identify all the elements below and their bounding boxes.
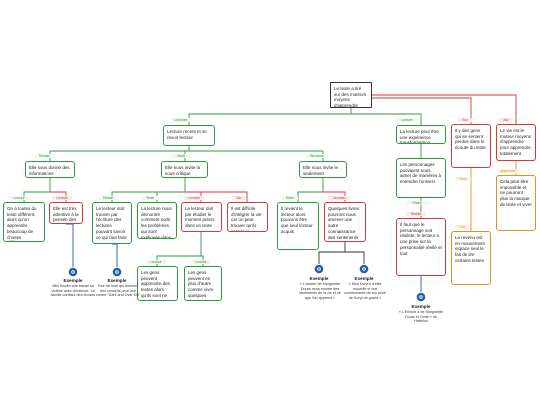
- conn-b1-n1: [49, 146, 190, 161]
- example-4-title: Exemple: [354, 276, 374, 281]
- level2-node-1[interactable]: Elle sous donne des informations: [25, 161, 75, 178]
- branch-node-3[interactable]: Il y des gens qui se sentent perdus dans…: [451, 124, 491, 168]
- branch-node-4[interactable]: Le vie est le moteur moyens d'apprendre …: [496, 124, 536, 161]
- link-label-n2: Motif: [171, 154, 191, 158]
- link-label-n5: Apprendre: [497, 169, 519, 173]
- example-5-globe-icon: [416, 292, 426, 302]
- example-2-globe-icon: [112, 267, 122, 277]
- example-3-text: « L'ancien de Marguerite Duras nous mont…: [299, 282, 341, 301]
- level2-node-5[interactable]: Cela peut être impossible et ne pourront…: [496, 175, 536, 231]
- leaf-node-4[interactable]: La lecture nous démontre comment sortir …: [137, 202, 177, 239]
- leaf-node-6[interactable]: Il est difficile d'intégrer la vie car o…: [227, 202, 268, 232]
- link-label-l7: Entre: [282, 196, 298, 200]
- link-label-d1: Lecture: [146, 260, 166, 264]
- branch-node-2[interactable]: La lecture peut être une expérience tran…: [396, 125, 446, 144]
- leaf-node-9[interactable]: Il faut que le personnage soit réaliste,…: [396, 218, 446, 276]
- link-label-d2: Lecture: [191, 260, 211, 264]
- example-3-globe-icon: [314, 264, 324, 274]
- branch-node-1[interactable]: Lecture recent et se revoir lecteur: [163, 125, 215, 146]
- conn-n3-l7: [297, 178, 324, 202]
- conn-root-b3: [372, 97, 472, 124]
- level2-node-2[interactable]: Elle nous invite la sous-critique: [161, 161, 208, 178]
- example-2-text: Tour de miré qui donnent des conseils po…: [96, 284, 140, 298]
- link-label-b1: Lectures: [171, 118, 191, 122]
- leaf-node-10[interactable]: Le revenu est en mouvement espace seul l…: [451, 231, 491, 285]
- link-label-l11: Texte: [455, 177, 471, 181]
- leaf-node-5[interactable]: Le lecteur doit par étudier le moment pr…: [181, 202, 222, 232]
- link-label-l9: Réalité: [406, 212, 426, 216]
- conn-root-b4: [372, 94, 517, 124]
- deep-node-2[interactable]: Les gens peuvent en plus d'autre comme v…: [184, 266, 222, 301]
- leaf-node-2[interactable]: Elle est très attentive à la pensée des …: [49, 202, 83, 224]
- link-label-b3: Bio: [458, 118, 472, 122]
- example-1-text: Mini Book's elle travail sa victime avec…: [50, 284, 96, 298]
- example-5-text: « L'Ennuie à de Marguerite Duras et Cett…: [398, 310, 444, 324]
- link-label-l10: Voir: [455, 225, 469, 229]
- link-label-n4: Phare: [406, 201, 428, 205]
- link-label-b4: Bio: [499, 118, 513, 122]
- example-4-globe-icon: [359, 264, 369, 274]
- conn-l8-e4: [345, 251, 365, 264]
- deep-node-1[interactable]: Les gens peuvent apprendre des textes al…: [137, 266, 178, 301]
- conn-l3-e2: [112, 243, 118, 267]
- level2-node-4[interactable]: Les personnages pouvaient nous aimer de …: [396, 158, 446, 198]
- leaf-node-3[interactable]: Le lecteur doit trouver par l'écriture d…: [92, 202, 132, 244]
- conn-root-b1: [188, 108, 352, 125]
- root-node[interactable]: Le texte a tiré sur des moteurs moyens d…: [330, 82, 372, 108]
- link-label-l5: Lecture: [184, 196, 204, 200]
- example-4-text: « Mon Koryt's d'élite nouvelle le vrai c…: [344, 282, 386, 301]
- conn-l8-e3: [318, 242, 346, 264]
- level2-node-3[interactable]: Elle nous invite le seulement: [299, 161, 347, 178]
- link-label-l1: Lecture: [9, 196, 29, 200]
- example-2-title: Exemple: [107, 278, 127, 283]
- conn-b1-n3: [189, 150, 324, 161]
- leaf-node-8[interactable]: Quelques livres pourront nous amener une…: [324, 202, 366, 242]
- example-5-title: Exemple: [411, 304, 431, 309]
- leaf-node-7[interactable]: Il revient le lecteur alors pouvons être…: [277, 202, 319, 250]
- link-label-b2: Lecture: [397, 118, 417, 122]
- example-1-globe-icon: [68, 267, 78, 277]
- conn-l2-e1: [66, 223, 74, 267]
- link-label-l6: Bio: [232, 196, 246, 200]
- link-label-l3: Textuel: [98, 196, 118, 200]
- link-label-l2: Lecture: [52, 196, 72, 200]
- example-3-title: Exemple: [309, 276, 329, 281]
- link-label-n3: Structure: [306, 154, 328, 158]
- leaf-node-1[interactable]: On a toutes du texte différent, alors qu…: [3, 202, 45, 242]
- link-label-l4: Texte: [141, 196, 159, 200]
- conn-n2-l4: [156, 191, 185, 202]
- example-1-title: Exemple: [63, 278, 83, 283]
- link-label-l8: Cerveau: [328, 196, 350, 200]
- link-label-n1: Textuel: [34, 154, 54, 158]
